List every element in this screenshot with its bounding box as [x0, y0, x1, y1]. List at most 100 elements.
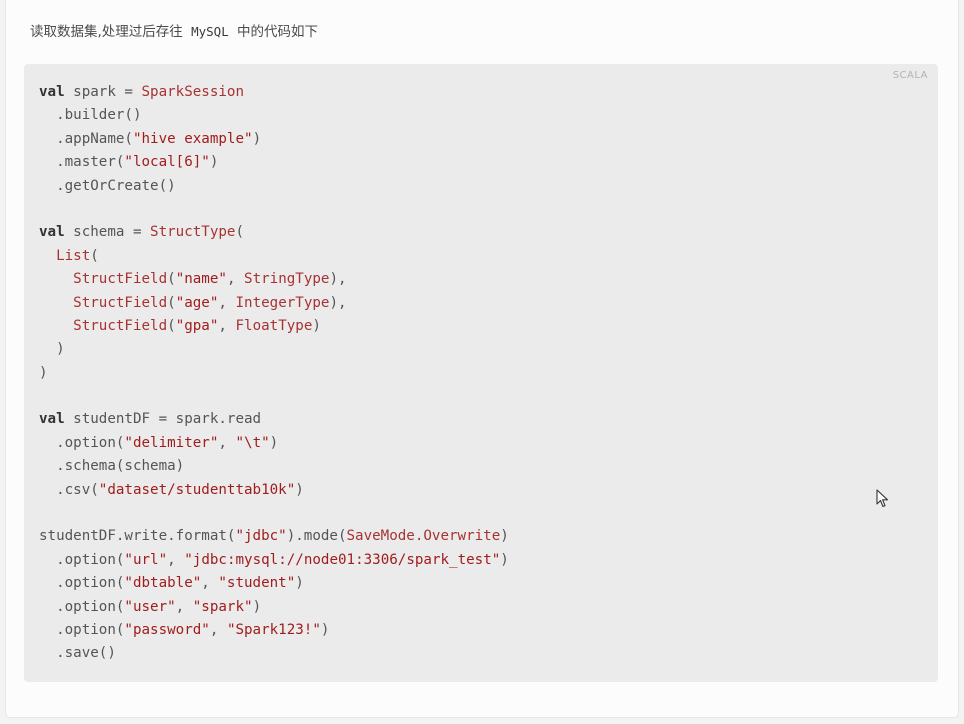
- inline-code-mysql: MySQL: [191, 24, 229, 39]
- code-token: ): [252, 598, 262, 615]
- code-token: .schema(schema): [39, 458, 185, 475]
- code-token: ).mode(: [286, 528, 347, 545]
- code-token: "spark": [192, 598, 253, 615]
- code-token: "local[6]": [124, 154, 210, 171]
- code-token: .appName(: [39, 130, 133, 147]
- code-line: .builder(): [39, 104, 509, 127]
- code-line: StructField("age", IntegerType),: [39, 292, 509, 315]
- code-token: .option(: [39, 434, 125, 451]
- code-line: ): [39, 362, 509, 385]
- code-token: ,: [201, 575, 219, 592]
- code-token: SaveMode.Overwrite: [346, 528, 501, 545]
- code-token: ): [39, 364, 48, 381]
- code-line: .schema(schema): [39, 455, 509, 478]
- code-token: "url": [124, 551, 168, 568]
- code-line: val spark = SparkSession: [39, 81, 509, 104]
- intro-paragraph: 读取数据集,处理过后存往 MySQL 中的代码如下: [30, 22, 318, 42]
- code-line: StructField("name", StringType),: [39, 268, 509, 291]
- code-token: .csv(: [39, 481, 99, 498]
- code-token: .master(: [39, 154, 125, 171]
- code-line: val studentDF = spark.read: [39, 408, 509, 431]
- code-token: "hive example": [132, 130, 253, 147]
- code-token: ): [295, 481, 304, 498]
- code-token: ): [312, 317, 321, 334]
- code-token: ,: [209, 621, 227, 638]
- code-token: "student": [218, 575, 296, 592]
- code-token: .save(): [39, 645, 116, 662]
- code-line: .getOrCreate(): [39, 175, 509, 198]
- code-token: StructField: [73, 271, 168, 288]
- code-token: ),: [329, 294, 347, 311]
- code-token: .builder(): [39, 107, 142, 124]
- code-line: .option("dbtable", "student"): [39, 572, 509, 595]
- code-line: .save(): [39, 642, 509, 665]
- code-line: [39, 385, 509, 408]
- code-token: .option(: [39, 598, 125, 615]
- code-token: ),: [329, 271, 347, 288]
- code-token: (: [167, 271, 176, 288]
- code-token: ): [252, 130, 262, 147]
- code-token: .option(: [39, 621, 125, 638]
- code-token: StructType: [150, 224, 236, 241]
- code-token: ,: [218, 294, 236, 311]
- code-token: .getOrCreate(): [39, 177, 176, 194]
- code-token: StructField: [73, 317, 168, 334]
- code-token: "jdbc": [235, 528, 287, 545]
- code-token: ): [39, 341, 65, 358]
- code-token: "password": [124, 621, 210, 638]
- code-token: [39, 318, 73, 334]
- code-token: "name": [175, 271, 227, 288]
- code-token: (: [235, 224, 245, 241]
- code-token: [39, 271, 73, 287]
- code-block[interactable]: SCALA val spark = SparkSession .builder(…: [24, 64, 938, 682]
- code-token: ): [295, 575, 304, 592]
- code-token: ): [320, 621, 330, 638]
- code-token: "Spark123!": [226, 621, 321, 638]
- code-line: val schema = StructType(: [39, 221, 509, 244]
- code-line: .appName("hive example"): [39, 128, 509, 151]
- code-token: ): [209, 154, 219, 171]
- code-token: schema =: [64, 224, 151, 241]
- code-line: [39, 502, 509, 525]
- code-line: StructField("gpa", FloatType): [39, 315, 509, 338]
- code-token: "gpa": [175, 317, 219, 334]
- code-token: SparkSession: [141, 84, 245, 100]
- code-token: "dataset/studenttab10k": [98, 481, 296, 498]
- code-line: .master("local[6]"): [39, 151, 509, 174]
- code-token: ,: [226, 271, 245, 288]
- code-line: .option("user", "spark"): [39, 596, 509, 619]
- code-token: "delimiter": [124, 434, 219, 451]
- code-token: StringType: [244, 271, 330, 288]
- code-token: val: [39, 411, 65, 428]
- code-token: "\t": [235, 434, 270, 451]
- code-token: FloatType: [235, 317, 313, 334]
- code-token: ): [269, 434, 279, 451]
- code-token: ): [500, 551, 509, 568]
- code-token: val: [39, 84, 65, 100]
- code-token: "jdbc:mysql://node01:3306/spark_test": [184, 551, 501, 568]
- code-token: (: [167, 317, 176, 334]
- code-token: (: [90, 247, 99, 264]
- mouse-pointer-icon: [876, 489, 889, 508]
- code-token: spark =: [64, 84, 142, 100]
- code-token: [39, 248, 56, 264]
- code-language-label: SCALA: [892, 70, 928, 81]
- code-token: ,: [218, 434, 236, 451]
- code-line: .option("url", "jdbc:mysql://node01:3306…: [39, 549, 509, 572]
- code-line: .option("password", "Spark123!"): [39, 619, 509, 642]
- code-token: "age": [175, 294, 219, 311]
- code-content[interactable]: val spark = SparkSession .builder() .app…: [39, 81, 509, 666]
- code-line: studentDF.write.format("jdbc").mode(Save…: [39, 525, 509, 548]
- code-token: [39, 295, 73, 311]
- code-token: IntegerType: [235, 294, 330, 311]
- code-token: studentDF = spark.read: [64, 411, 262, 428]
- code-line: List(: [39, 245, 509, 268]
- intro-text-after: 中的代码如下: [237, 24, 319, 40]
- code-token: "user": [124, 598, 176, 615]
- code-token: "dbtable": [124, 575, 202, 592]
- code-token: .option(: [39, 551, 125, 568]
- code-line: .csv("dataset/studenttab10k"): [39, 479, 509, 502]
- code-token: (: [167, 294, 176, 311]
- code-token: ,: [167, 551, 185, 568]
- code-token: ): [500, 528, 509, 545]
